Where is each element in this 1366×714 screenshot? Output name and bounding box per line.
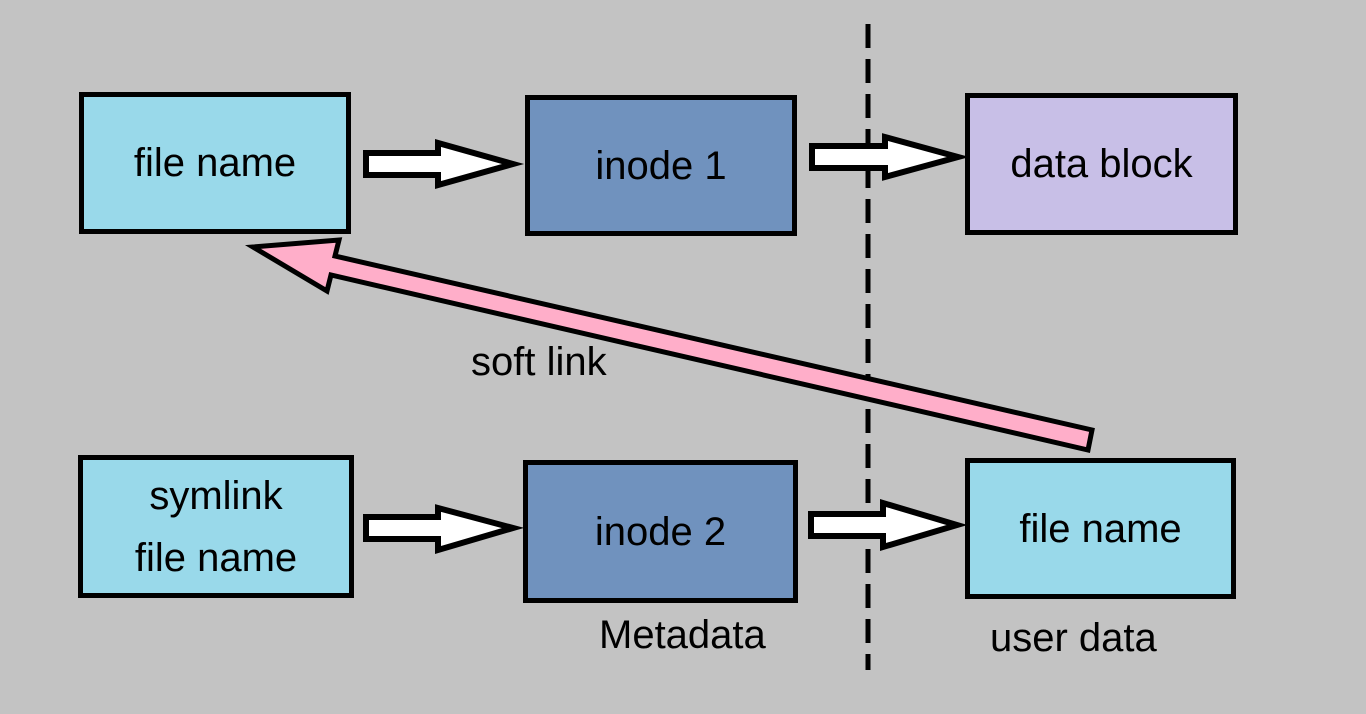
box-data-block-label: data block <box>1010 142 1193 186</box>
box-symlink-file-name: symlink file name <box>78 455 354 598</box>
box-inode1-label: inode 1 <box>595 143 727 188</box>
arrow-inode1-to-datablock <box>809 133 970 181</box>
box-symlink-file-name-line2: file name <box>134 535 298 580</box>
box-file-name-top: file name <box>79 92 351 234</box>
box-inode2: inode 2 <box>523 460 798 603</box>
box-file-name-userdata: file name <box>965 458 1236 599</box>
box-data-block: data block <box>965 93 1238 235</box>
box-inode2-label: inode 2 <box>594 509 727 554</box>
box-inode1: inode 1 <box>525 95 797 236</box>
soft-link-label: soft link <box>471 340 607 384</box>
arrow-symlink-to-inode2 <box>363 504 525 555</box>
metadata-label: Metadata <box>599 613 766 657</box>
arrow-inode2-to-filename <box>808 498 968 552</box>
soft-link-arrow <box>244 237 1095 454</box>
box-file-name-userdata-label: file name <box>1019 506 1182 551</box>
box-symlink-file-name-line1: symlink <box>149 473 283 518</box>
box-file-name-top-label: file name <box>133 141 297 185</box>
arrow-filename-to-inode1 <box>363 139 525 189</box>
user-data-label: user data <box>990 616 1157 660</box>
